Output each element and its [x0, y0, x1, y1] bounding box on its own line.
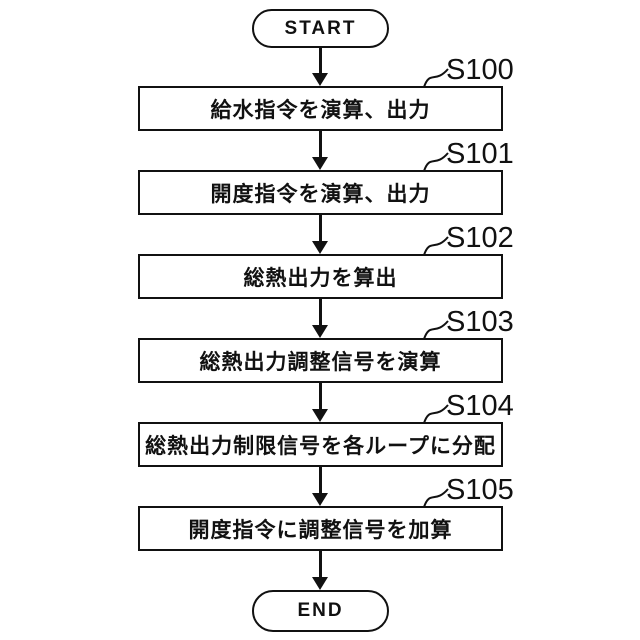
process-box-s103: 総熱出力調整信号を演算 [138, 338, 503, 383]
flow-arrow [312, 467, 329, 506]
arrow-down-icon [312, 493, 328, 506]
flow-arrow [312, 299, 329, 338]
flow-arrow [312, 551, 329, 590]
arrow-down-icon [312, 577, 328, 590]
flow-arrow [312, 48, 329, 86]
arrow-down-icon [312, 73, 328, 86]
process-text: 開度指令を演算、出力 [210, 182, 431, 206]
leader-curve [423, 236, 449, 256]
arrow-down-icon [312, 325, 328, 338]
arrow-line [319, 467, 322, 496]
step-label-s105: S105 [446, 474, 514, 506]
process-text: 開度指令に調整信号を加算 [188, 518, 453, 542]
arrow-down-icon [312, 157, 328, 170]
flow-arrow [312, 215, 329, 254]
process-text: 総熱出力を算出 [243, 266, 398, 290]
process-text: 総熱出力制限信号を各ループに分配 [145, 434, 496, 458]
arrow-line [319, 383, 322, 412]
process-text: 給水指令を演算、出力 [210, 98, 431, 122]
step-label-s100: S100 [446, 54, 514, 86]
leader-curve [423, 320, 449, 340]
end-terminal: END [252, 590, 389, 632]
leader-curve [423, 488, 449, 508]
flow-arrow [312, 131, 329, 170]
process-text: 総熱出力調整信号を演算 [199, 350, 442, 374]
arrow-line [319, 551, 322, 580]
process-box-s102: 総熱出力を算出 [138, 254, 503, 299]
end-label: END [297, 600, 344, 621]
step-label-s104: S104 [446, 390, 514, 422]
arrow-line [319, 299, 322, 328]
arrow-down-icon [312, 409, 328, 422]
process-box-s104: 総熱出力制限信号を各ループに分配 [138, 422, 503, 467]
flow-arrow [312, 383, 329, 422]
step-label-s101: S101 [446, 138, 514, 170]
arrow-line [319, 131, 322, 160]
leader-curve [423, 68, 449, 88]
arrow-line [319, 215, 322, 244]
arrow-down-icon [312, 241, 328, 254]
process-box-s105: 開度指令に調整信号を加算 [138, 506, 503, 551]
step-label-s103: S103 [446, 306, 514, 338]
arrow-line [319, 48, 322, 76]
start-terminal: START [252, 9, 389, 48]
leader-curve [423, 152, 449, 172]
process-box-s101: 開度指令を演算、出力 [138, 170, 503, 215]
start-label: START [284, 17, 357, 39]
process-box-s100: 給水指令を演算、出力 [138, 86, 503, 131]
leader-curve [423, 404, 449, 424]
step-label-s102: S102 [446, 222, 514, 254]
